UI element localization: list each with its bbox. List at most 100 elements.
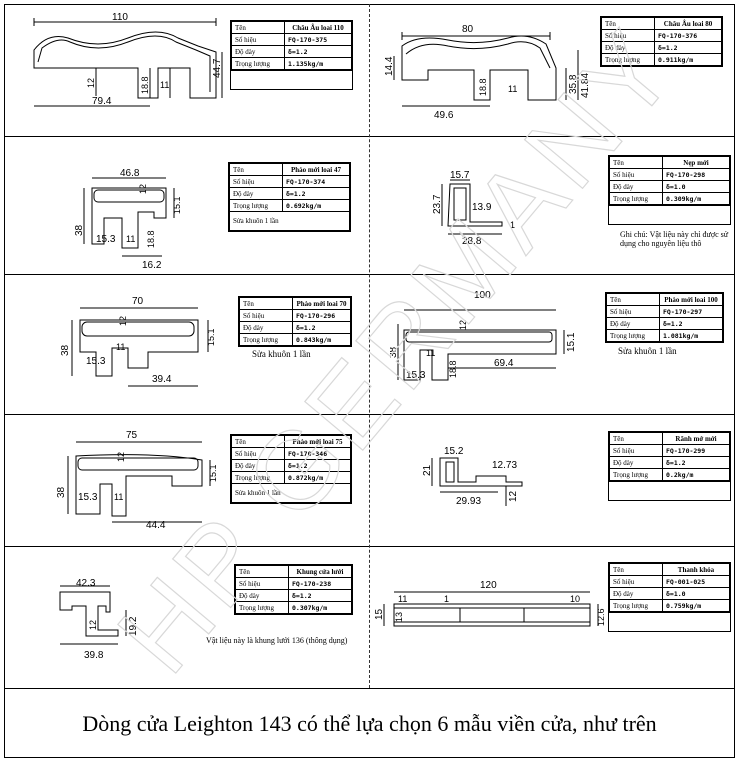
spec-cell: δ=1.2 (662, 456, 730, 469)
dim-b: 11 (114, 492, 123, 502)
dim-b: 11 (426, 348, 435, 358)
revision-note: Sửa khuôn 1 lần (231, 483, 351, 503)
profile-drawing-p6: 100 38 15.3 11 18.8 69.4 15.1 12 (390, 284, 600, 410)
dim-c: 12 (508, 490, 519, 502)
spec-cell: Trọng lượng (239, 333, 293, 346)
dim-b: 1 (444, 594, 449, 604)
spec-cell: 0.2kg/m (662, 468, 730, 481)
spec-cell: FQ-170-298 (662, 168, 730, 181)
spec-cell: Số hiệu (239, 309, 293, 322)
spec-cell: FQ-170-374 (282, 175, 350, 188)
spec-cell: Tên (235, 565, 289, 578)
spec-cell: Độ dày (231, 45, 285, 58)
material-note-p4: Ghi chú: Vật liệu này chỉ được sử dụng c… (620, 230, 729, 248)
spec-cell: Tên (606, 293, 660, 306)
spec-cell: FQ-170-376 (654, 29, 722, 42)
dim-a: 15.3 (86, 356, 106, 367)
dim-c: 11 (508, 84, 517, 94)
dim-h3: 41.84 (580, 73, 591, 98)
spec-cell: 1.135kg/m (284, 57, 352, 70)
profile-drawing-p7: 75 38 15.3 11 44.4 15.1 12 (52, 426, 222, 544)
spec-cell: Nẹp mới (662, 156, 730, 169)
dim-a: 15.2 (444, 446, 464, 457)
dim-a: 12 (88, 620, 98, 630)
spec-cell: 0.309kg/m (662, 192, 730, 205)
spec-cell: Tên (231, 435, 285, 448)
dim-height: 15 (374, 608, 385, 620)
spec-cell: FQ-170-299 (662, 444, 730, 457)
dim-c: 39.4 (152, 374, 172, 385)
spec-cell: 0.692kg/m (282, 199, 350, 212)
spec-cell: Độ dày (235, 589, 289, 602)
spec-cell: δ=1.2 (284, 459, 351, 472)
spec-cell: Phào mới loai 75 (284, 435, 351, 448)
dim-width: 70 (132, 296, 144, 307)
spec-cell: FQ-170-375 (284, 33, 352, 46)
spec-cell: Độ dày (609, 456, 663, 469)
spec-cell: δ=1.0 (662, 587, 730, 600)
spec-cell: Tên (609, 563, 663, 576)
dim-height: 38 (56, 486, 67, 498)
spec-cell: Độ dày (239, 321, 293, 334)
spec-cell: Số hiệu (601, 29, 655, 42)
dim-c: 18.8 (146, 230, 156, 248)
spec-cell: δ=1.2 (284, 45, 352, 58)
profile-drawing-p5: 70 38 15.3 11 39.4 15.1 12 (52, 292, 222, 412)
dim-a: 49.6 (434, 110, 454, 121)
profile-drawing-p4: 15.7 23.7 13.9 28.8 1 (420, 160, 530, 272)
dim-f: 12 (116, 452, 126, 462)
dim-c: 44.4 (146, 520, 166, 531)
spec-cell: Trọng lượng (235, 601, 289, 614)
dim-b: 11 (126, 234, 135, 244)
dim-width: 46.8 (120, 168, 140, 179)
profile-drawing-p1: 110 44.7 79.4 18.8 11 12 (8, 8, 228, 134)
dim-d: 69.4 (494, 358, 514, 369)
dim-c: 10 (570, 594, 580, 604)
profile-drawing-p3: 46.8 38 15.3 11 18.8 15.1 16.2 12 (70, 160, 190, 272)
dim-width: 28.8 (462, 236, 482, 247)
dim-e: 12.6 (596, 608, 604, 626)
profile-drawing-p8: 15.2 21 12.73 29.93 12 (412, 436, 552, 544)
spec-cell: Châu Âu loai 80 (654, 17, 722, 30)
spec-cell: Trọng lượng (601, 53, 655, 66)
spec-cell: Thanh khóa (662, 563, 730, 576)
spec-cell: Tên (231, 21, 285, 34)
dim-width: 110 (112, 12, 128, 23)
spec-cell: δ=1.2 (292, 321, 351, 334)
dim-a: 15.7 (450, 170, 470, 181)
dim-h1: 14.4 (384, 56, 395, 76)
dim-width: 42.3 (76, 578, 96, 589)
spec-cell: Trọng lượng (609, 599, 663, 612)
page-caption: Dòng cửa Leighton 143 có thể lựa chọn 6 … (82, 711, 657, 736)
dim-a: 11 (398, 594, 407, 604)
spec-cell: Tên (601, 17, 655, 30)
spec-cell: Số hiệu (231, 447, 285, 460)
dim-width: 100 (474, 290, 491, 301)
dim-b: 13.9 (472, 202, 492, 213)
dim-e: 16.2 (142, 260, 162, 271)
dim-e: 15.1 (566, 332, 577, 352)
dim-width: 80 (462, 24, 474, 35)
spec-cell: Châu Âu loai 110 (284, 21, 352, 34)
spec-cell: 0.872kg/m (284, 471, 351, 484)
dim-h2: 35.8 (568, 74, 579, 94)
spec-cell: 0.307kg/m (288, 601, 352, 614)
dim-height: 38 (390, 346, 399, 358)
spec-cell: 0.911kg/m (654, 53, 722, 66)
spec-cell: Phào mới loai 100 (659, 293, 723, 306)
spec-cell: Phào mới loai 47 (282, 163, 350, 176)
spec-cell: Số hiệu (235, 577, 289, 590)
spec-cell: 0.843kg/m (292, 333, 351, 346)
spec-cell: δ=1.2 (659, 317, 723, 330)
spec-cell: 0.759kg/m (662, 599, 730, 612)
revision-note-p5: Sửa khuôn 1 lần (252, 349, 311, 359)
spec-cell: Số hiệu (609, 575, 663, 588)
